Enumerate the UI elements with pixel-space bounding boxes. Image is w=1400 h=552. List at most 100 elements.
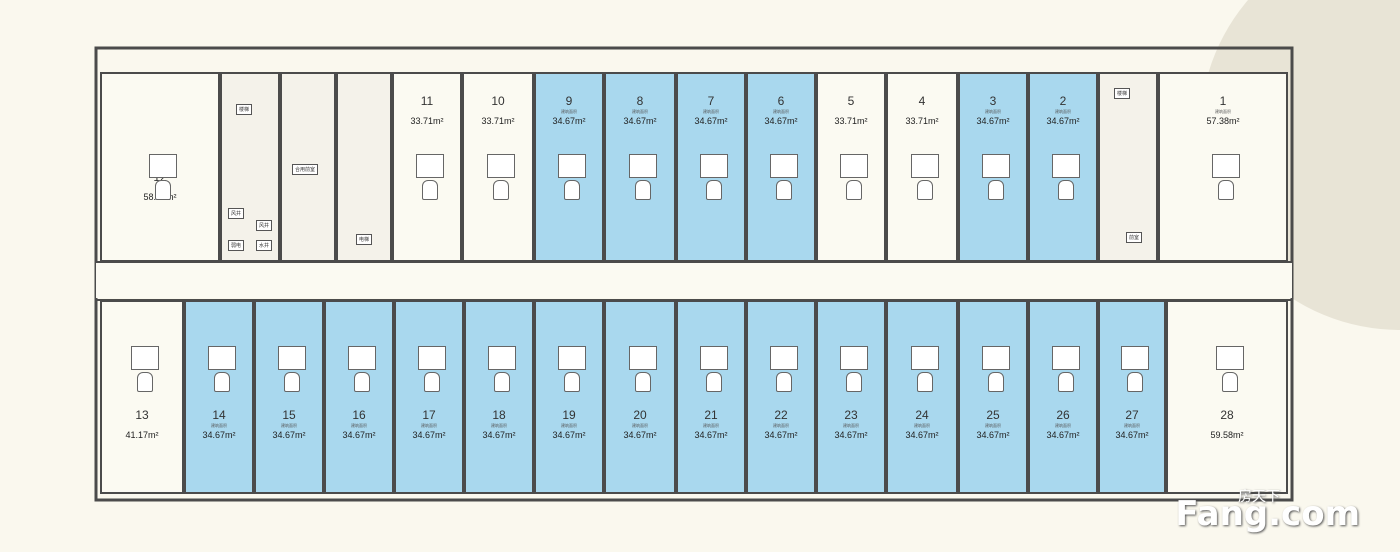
unit-area: 34.67m² xyxy=(623,116,657,126)
toilet-icon xyxy=(706,372,722,392)
unit-number: 25 xyxy=(986,408,1000,422)
shower-icon xyxy=(348,346,376,370)
unit-11[interactable]: 11 33.71m² xyxy=(392,72,462,262)
unit-12[interactable]: 1258.50m² xyxy=(100,72,220,262)
unit-sub-label: 建筑面积 xyxy=(843,423,859,428)
unit-number: 3 xyxy=(989,94,997,108)
shower-icon xyxy=(558,154,586,178)
unit-sub-label: 建筑面积 xyxy=(1124,423,1140,428)
toilet-icon xyxy=(988,180,1004,200)
unit-number: 19 xyxy=(562,408,576,422)
shower-icon xyxy=(1212,154,1240,178)
unit-sub-label: 建筑面积 xyxy=(703,109,719,114)
unit-sub-label: 建筑面积 xyxy=(1055,423,1071,428)
shower-icon xyxy=(770,154,798,178)
unit-number: 11 xyxy=(420,94,434,108)
stair-right: 楼梯 前室 xyxy=(1098,72,1158,262)
toilet-icon xyxy=(635,372,651,392)
unit-number: 5 xyxy=(847,94,855,108)
toilet-icon xyxy=(214,372,230,392)
unit-sub-label: 建筑面积 xyxy=(773,109,789,114)
toilet-icon xyxy=(564,180,580,200)
unit-sub-label: 建筑面积 xyxy=(1215,109,1231,114)
unit-area: 34.67m² xyxy=(482,430,516,440)
shower-icon xyxy=(1216,346,1244,370)
toilet-icon xyxy=(776,372,792,392)
shower-icon xyxy=(558,346,586,370)
unit-number: 7 xyxy=(707,94,715,108)
unit-area: 34.67m² xyxy=(552,116,586,126)
unit-sub-label: 建筑面积 xyxy=(703,423,719,428)
unit-area: 34.67m² xyxy=(272,430,306,440)
unit-number: 16 xyxy=(352,408,366,422)
unit-number: 9 xyxy=(565,94,573,108)
unit-sub-label: 建筑面积 xyxy=(914,423,930,428)
unit-area: 34.67m² xyxy=(342,430,376,440)
unit-area: 33.71m² xyxy=(410,116,444,126)
unit-area: 34.67m² xyxy=(764,116,798,126)
shower-icon xyxy=(629,154,657,178)
unit-number: 14 xyxy=(212,408,226,422)
unit-area: 34.67m² xyxy=(694,430,728,440)
shower-icon xyxy=(149,154,177,178)
unit-area: 34.67m² xyxy=(905,430,939,440)
unit-sub-label: 建筑面积 xyxy=(1055,109,1071,114)
unit-sub-label: 建筑面积 xyxy=(211,423,227,428)
unit-sub-label: 建筑面积 xyxy=(561,423,577,428)
unit-area: 34.67m² xyxy=(552,430,586,440)
unit-area: 34.67m² xyxy=(1046,430,1080,440)
unit-area: 33.71m² xyxy=(481,116,515,126)
unit-number: 17 xyxy=(422,408,436,422)
shower-icon xyxy=(416,154,444,178)
unit-sub-label: 建筑面积 xyxy=(351,423,367,428)
toilet-icon xyxy=(1058,372,1074,392)
toilet-icon xyxy=(424,372,440,392)
shower-icon xyxy=(131,346,159,370)
unit-area: 33.71m² xyxy=(905,116,939,126)
unit-number: 1 xyxy=(1219,94,1227,108)
shower-icon xyxy=(278,346,306,370)
toilet-icon xyxy=(1058,180,1074,200)
unit-area: 34.67m² xyxy=(1115,430,1149,440)
shower-icon xyxy=(488,346,516,370)
shower-icon xyxy=(700,346,728,370)
lobby-label: 合用前室 xyxy=(292,164,319,175)
toilet-icon xyxy=(988,372,1004,392)
unit-area: 59.58m² xyxy=(1210,430,1244,440)
shower-icon xyxy=(770,346,798,370)
stair-left: 楼梯 xyxy=(220,72,280,262)
shower-icon xyxy=(487,154,515,178)
unit-sub-label: 建筑面积 xyxy=(281,423,297,428)
unit-area: 57.38m² xyxy=(1206,116,1240,126)
corridor xyxy=(96,262,1292,298)
unit-sub-label: 建筑面积 xyxy=(985,109,1001,114)
toilet-icon xyxy=(1222,372,1238,392)
